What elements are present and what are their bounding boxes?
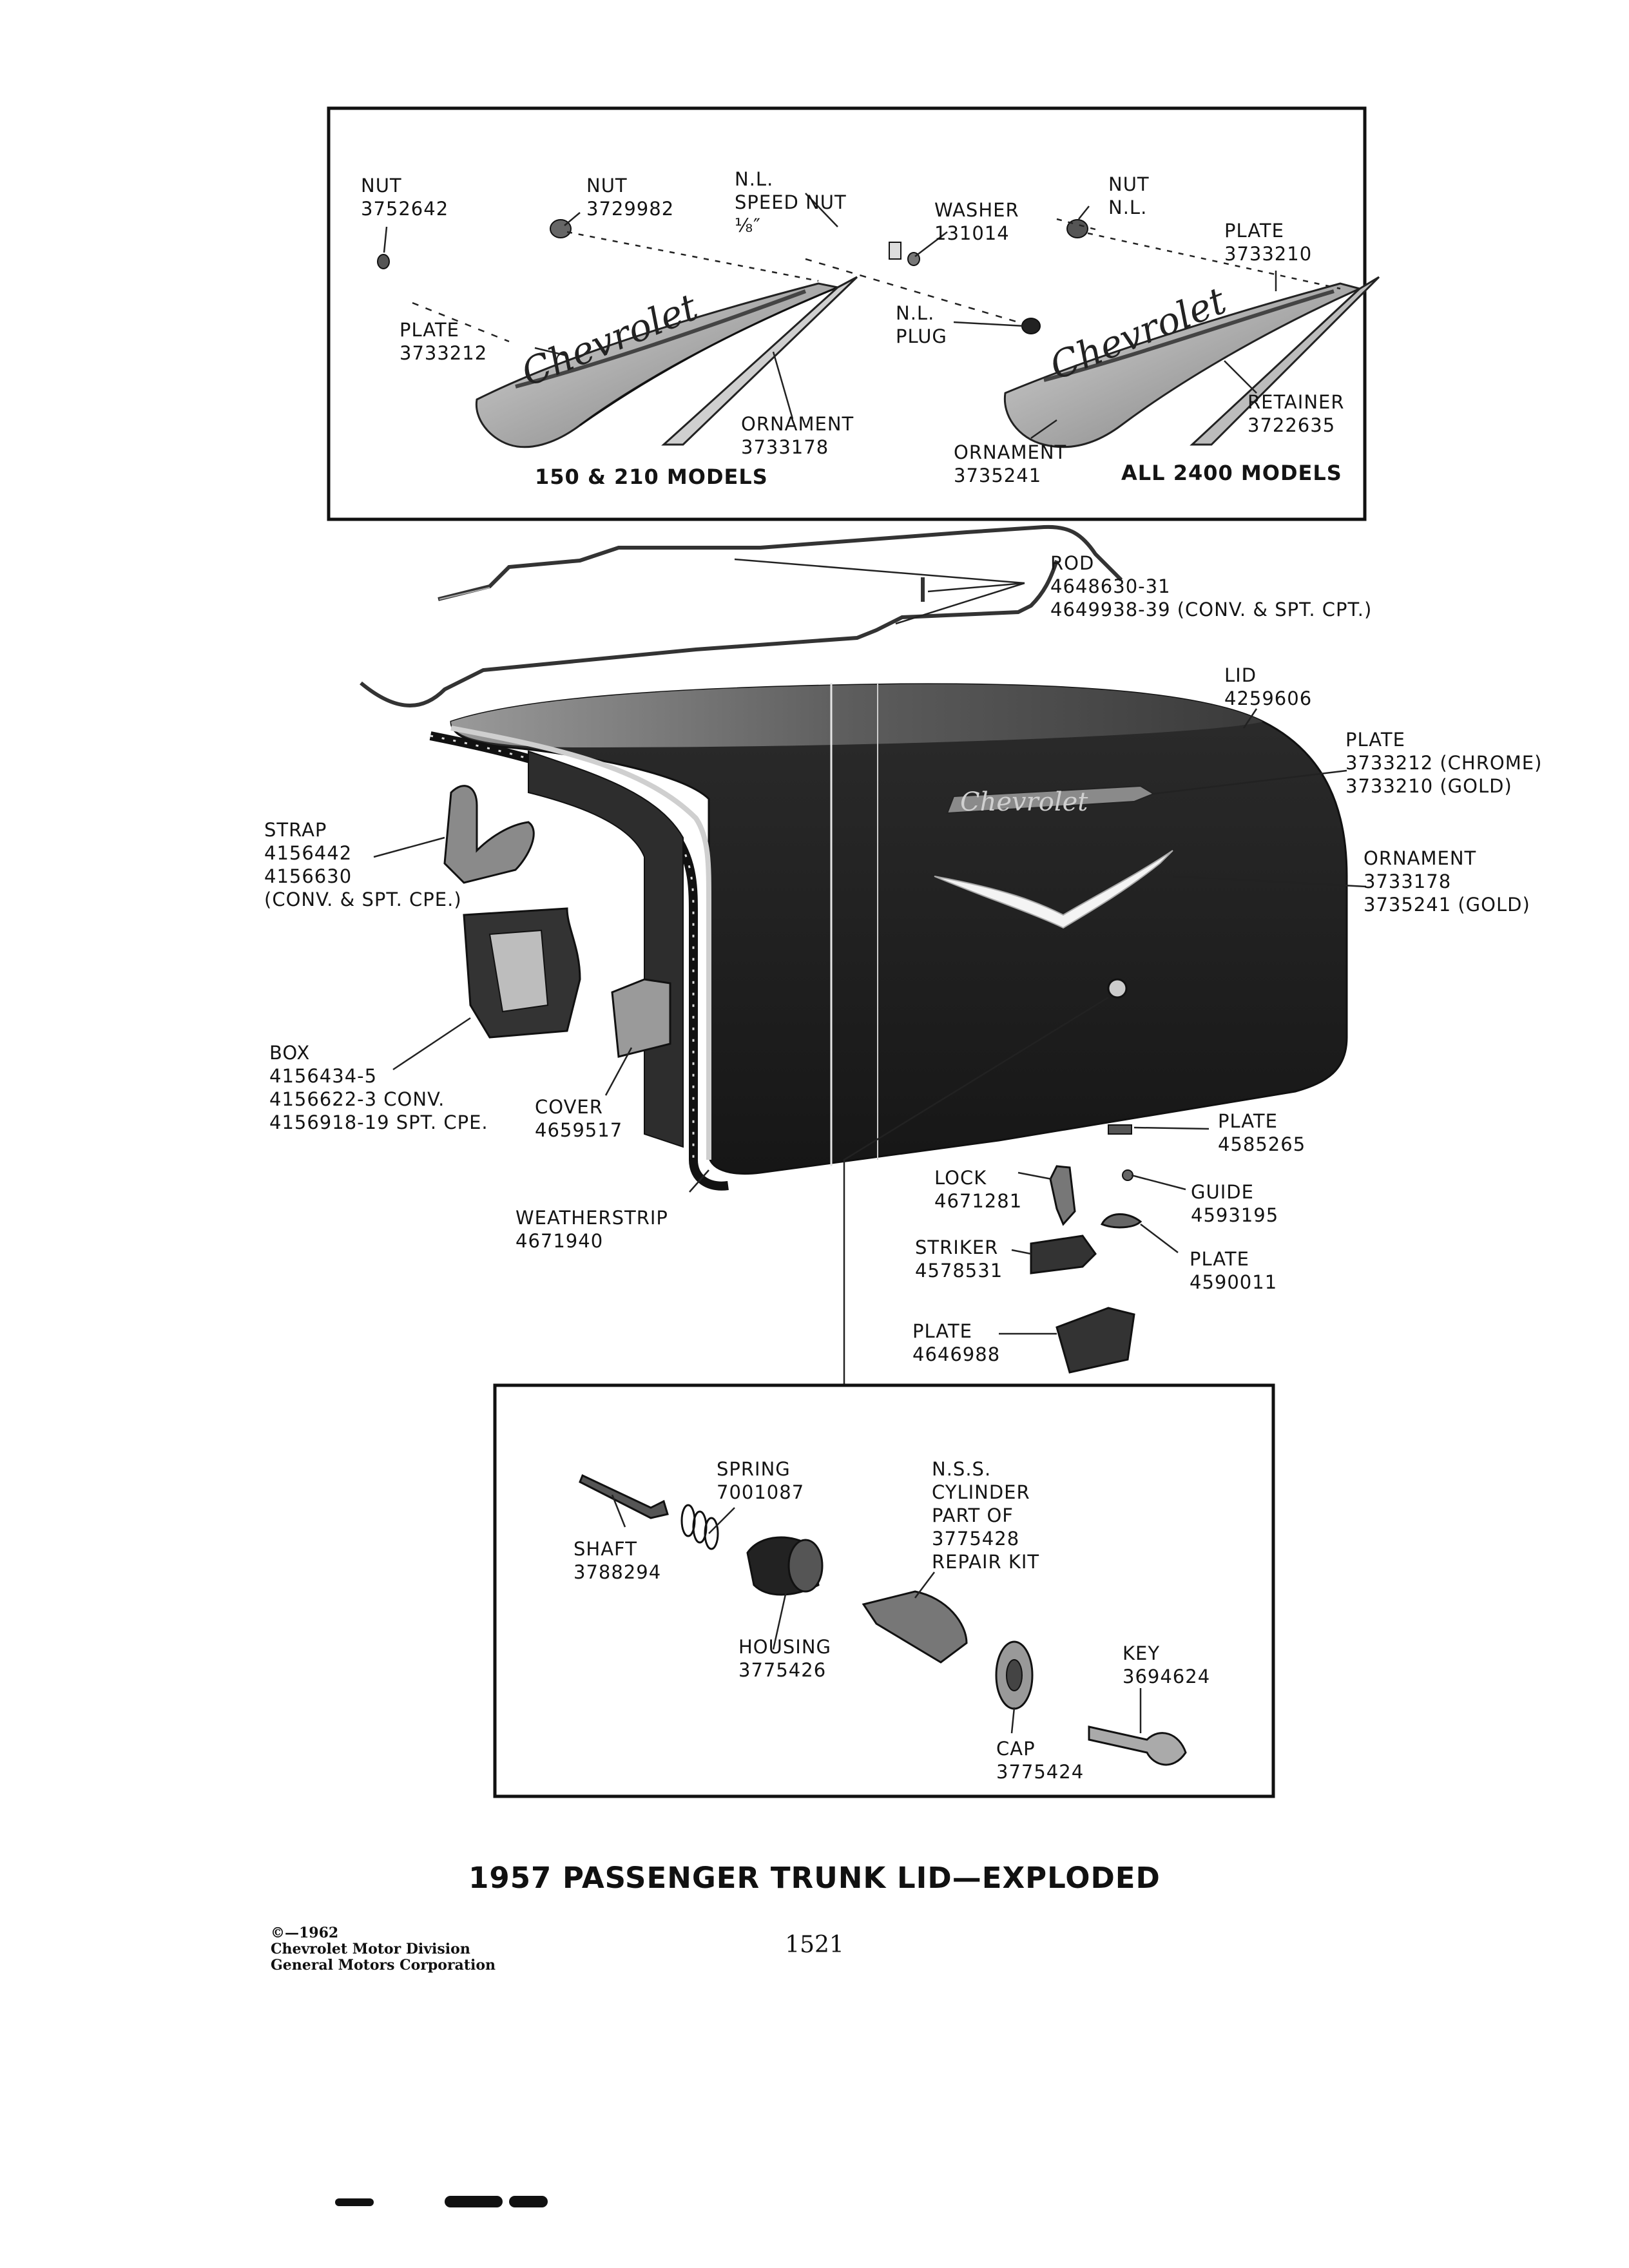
top-inset-leaders [383,193,1341,439]
scan-smudges [335,2196,548,2207]
rod-drawing [360,524,1123,707]
chevrolet-script-lid: Chevrolet [960,787,1088,817]
label-all-2400-models: ALL 2400 MODELS [1121,461,1342,485]
lock-cylinder-parts-drawing [579,1474,1187,1766]
bottom-inset-frame [493,1383,1275,1798]
label-nl-plug: N.L.PLUG [896,302,947,347]
label-150-210-models: 150 & 210 MODELS [535,465,768,489]
bottom-inset-leaders [611,1494,1142,1734]
copyright-notice: ©—1962 Chevrolet Motor Division General … [271,1925,496,1974]
page-number: 1521 [785,1932,844,1958]
rod-leaders [734,558,1025,625]
latch-hardware-drawing [1030,1124,1142,1374]
strap-box-cover-drawing [443,785,671,1058]
main-leaders [373,708,1367,1385]
page-title: 1957 PASSENGER TRUNK LID—EXPLODED [468,1861,1161,1895]
top-inset-frame [327,106,1367,521]
